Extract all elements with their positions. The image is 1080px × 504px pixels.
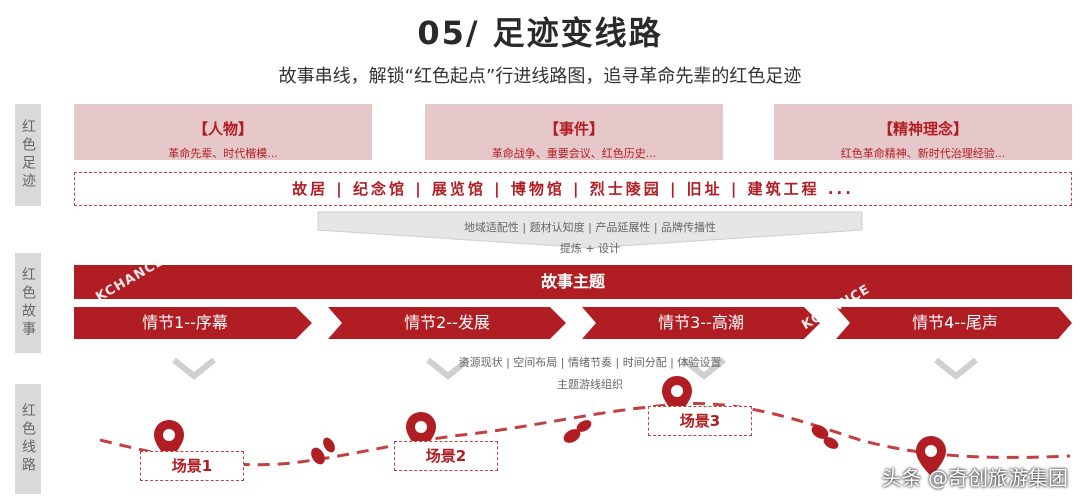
episode-chevron-1 (74, 307, 312, 339)
story-theme-bar: 故事主题 (74, 265, 1072, 299)
funnel-action-1: 提炼 + 设计 (559, 242, 621, 255)
footprint-icon (811, 425, 839, 449)
category-events: 【事件】 革命战争、重要会议、红色历史... (425, 104, 723, 160)
chevron-down-icon (934, 357, 978, 380)
places-list: 故居 | 纪念馆 | 展览馆 | 博物馆 | 烈士陵园 | 旧址 | 建筑工程 … (74, 172, 1072, 206)
category-people: 【人物】 革命先辈、时代楷模... (74, 104, 372, 160)
chevron-down-icon (172, 357, 216, 380)
source-credit: 头条 @奇创旅游集团 (881, 466, 1068, 490)
scene-box-3: 场景3 (648, 406, 752, 436)
page-title: 05/ 足迹变线路 (417, 14, 663, 52)
location-pin-icon (154, 420, 184, 460)
sidebar-label-red-routes: 红色线路 (15, 384, 41, 494)
footprint-icon (311, 437, 335, 465)
episode-label-3: 情节3--高潮 (658, 313, 744, 332)
category-desc: 革命战争、重要会议、红色历史... (491, 147, 657, 160)
episode-chevron-4 (836, 307, 1072, 339)
category-heading: 【精神理念】 (877, 120, 968, 138)
sidebar-label-red-stories: 红色故事 (15, 253, 41, 353)
funnel-criteria-2: 资源现状 | 空间布局 | 情绪节奏 | 时间分配 | 体验设置 (458, 356, 722, 369)
scene-box-1: 场景1 (140, 451, 244, 481)
footprint-icon (563, 420, 592, 443)
category-desc: 革命先辈、时代楷模... (168, 147, 278, 160)
sidebar-label-red-footprints: 红色足迹 (15, 104, 41, 206)
episode-label-4: 情节4--尾声 (912, 313, 998, 332)
location-pin-icon (916, 436, 946, 476)
category-desc: 红色革命精神、新时代治理经验... (840, 147, 1006, 160)
funnel-criteria-1: 地域适配性 | 题材认知度 | 产品延展性 | 品牌传播性 (463, 221, 717, 234)
episode-label-1: 情节1--序幕 (142, 313, 228, 332)
page-subtitle: 故事串线，解锁“红色起点”行进线路图，追寻革命先辈的红色足迹 (278, 66, 802, 87)
episode-chevron-3 (582, 307, 820, 339)
episode-chevron-2 (328, 307, 566, 339)
category-heading: 【事件】 (543, 120, 604, 138)
chevron-down-icon (426, 357, 470, 380)
category-spirit: 【精神理念】 红色革命精神、新时代治理经验... (774, 104, 1072, 160)
funnel-action-2: 主题游线组织 (557, 378, 623, 391)
category-heading: 【人物】 (192, 120, 253, 138)
episode-label-2: 情节2--发展 (404, 313, 490, 332)
funnel-arrow-1 (317, 211, 863, 249)
scene-box-2: 场景2 (394, 441, 498, 471)
chevron-down-icon (682, 357, 726, 380)
